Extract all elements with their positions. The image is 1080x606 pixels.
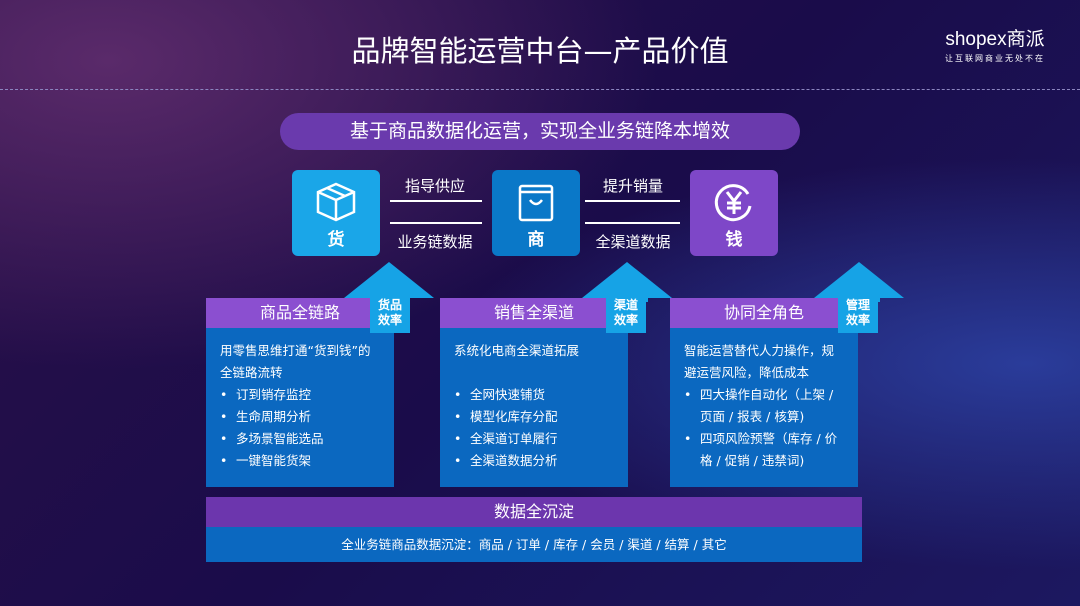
slide-title: 品牌智能运营中台—产品价值 <box>351 34 729 68</box>
box-icon <box>316 182 356 222</box>
column-body: 智能运营替代人力操作，规避运营风险，降低成本 四大操作自动化（上架 / 页面 /… <box>670 328 858 487</box>
node-label: 商 <box>527 230 545 250</box>
footer-text: 全业务链商品数据沉淀：商品 / 订单 / 库存 / 会员 / 渠道 / 结算 /… <box>206 527 862 562</box>
flow-label: 指导供应 <box>404 177 465 195</box>
arrow-right <box>390 222 482 224</box>
shopping-bag-icon <box>518 184 554 222</box>
list-item: 四项风险预警（库存 / 价格 / 促销 / 违禁词) <box>684 428 844 472</box>
tag-line: 效率 <box>613 313 638 327</box>
tag-line: 货品 <box>377 298 402 312</box>
node-label: 钱 <box>725 230 743 250</box>
footer-title: 数据全沉淀 <box>206 497 862 527</box>
logo-tagline: 让互联网商业无处不在 <box>945 54 1045 63</box>
column-title: 协同全角色 <box>670 298 858 328</box>
tag-line: 管理 <box>845 298 870 312</box>
logo-brand: shopex商派 <box>945 29 1045 50</box>
node-money: 钱 <box>690 170 778 256</box>
efficiency-tag: 管理效率 <box>838 293 878 333</box>
arrow-left <box>585 222 680 224</box>
efficiency-tag: 渠道效率 <box>606 293 646 333</box>
flow-label: 业务链数据 <box>397 233 473 251</box>
up-arrow-icon <box>344 262 434 302</box>
column-title: 销售全渠道 <box>440 298 628 328</box>
list-item: 全渠道数据分析 <box>454 450 614 472</box>
list-item: 订到销存监控 <box>220 384 380 406</box>
column-all-roles: 协同全角色 智能运营替代人力操作，规避运营风险，降低成本 四大操作自动化（上架 … <box>670 298 858 487</box>
subtitle-banner: 基于商品数据化运营，实现全业务链降本增效 <box>280 113 800 150</box>
list-item: 全网快速铺货 <box>454 384 614 406</box>
tag-line: 渠道 <box>613 298 638 312</box>
flow-label: 提升销量 <box>602 177 663 195</box>
efficiency-tag: 货品效率 <box>370 293 410 333</box>
column-title: 商品全链路 <box>206 298 394 328</box>
column-desc: 智能运营替代人力操作，规避运营风险，降低成本 <box>684 343 835 380</box>
column-product-chain: 商品全链路 用零售思维打通“货到钱”的全链路流转 订到销存监控生命周期分析多场景… <box>206 298 394 487</box>
node-goods: 货 <box>292 170 380 256</box>
list-item: 一键智能货架 <box>220 450 380 472</box>
up-arrow-icon <box>814 262 904 302</box>
arrow-right <box>585 200 680 202</box>
list-item: 四大操作自动化（上架 / 页面 / 报表 / 核算) <box>684 384 844 428</box>
node-merchant: 商 <box>492 170 580 256</box>
list-item: 多场景智能选品 <box>220 428 380 450</box>
tag-line: 效率 <box>377 313 402 327</box>
flow-label: 全渠道数据 <box>595 233 671 251</box>
column-body: 用零售思维打通“货到钱”的全链路流转 订到销存监控生命周期分析多场景智能选品一键… <box>206 328 394 487</box>
arrow-left <box>390 200 482 202</box>
up-arrow-icon <box>582 262 672 302</box>
list-item: 全渠道订单履行 <box>454 428 614 450</box>
divider <box>0 89 1080 90</box>
column-sales-channel: 销售全渠道 系统化电商全渠道拓展 全网快速铺货模型化库存分配全渠道订单履行全渠道… <box>440 298 628 487</box>
node-label: 货 <box>327 230 345 250</box>
list-item: 模型化库存分配 <box>454 406 614 428</box>
tag-line: 效率 <box>845 313 870 327</box>
column-desc: 系统化电商全渠道拓展 <box>454 343 580 358</box>
shopex-logo: shopex商派 让互联网商业无处不在 <box>945 24 1045 64</box>
yen-coin-icon <box>714 184 752 222</box>
list-item: 生命周期分析 <box>220 406 380 428</box>
column-desc: 用零售思维打通“货到钱”的全链路流转 <box>220 343 371 380</box>
column-body: 系统化电商全渠道拓展 全网快速铺货模型化库存分配全渠道订单履行全渠道数据分析 <box>440 328 628 487</box>
